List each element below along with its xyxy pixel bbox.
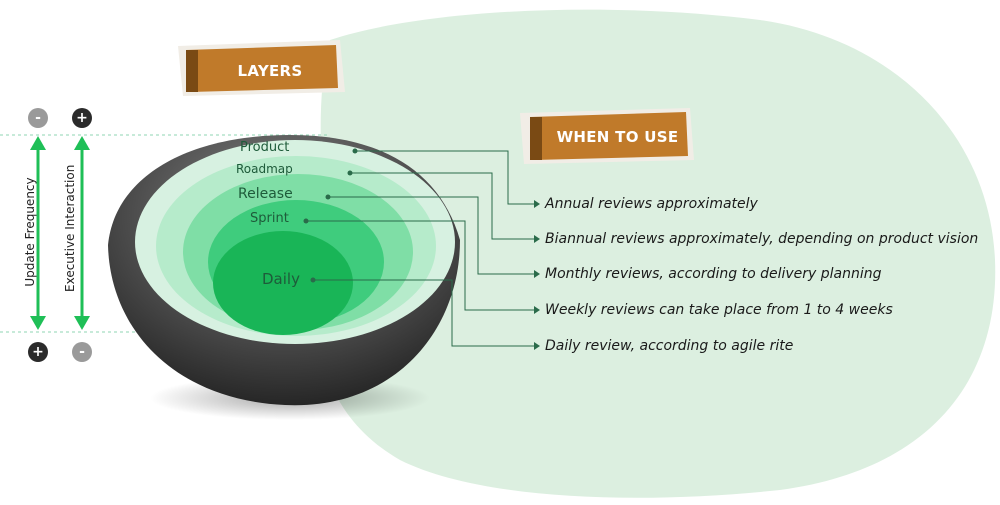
connector-sprint: [306, 220, 534, 311]
connector-roadmap: [350, 172, 534, 240]
executive-interaction-plus-sign: +: [72, 108, 92, 128]
layers-banner-shape: [178, 40, 345, 96]
layer-label-sprint: Sprint: [250, 211, 289, 226]
background-blob: [317, 9, 996, 498]
when-to-use-banner: WHEN TO USE: [556, 128, 679, 146]
description-release: Monthly reviews, according to delivery p…: [545, 266, 882, 282]
when-to-use-banner-shape: [520, 108, 694, 164]
update-frequency-label: Update Frequency: [23, 177, 37, 287]
connector-release: [328, 196, 534, 275]
description-product: Annual reviews approximately: [545, 196, 758, 212]
update-frequency-plus-sign: +: [28, 342, 48, 362]
description-daily: Daily review, according to agile rite: [545, 338, 794, 354]
connector-dots: [303, 148, 358, 283]
update-frequency-minus-sign: -: [28, 108, 48, 128]
description-roadmap: Biannual reviews approximately, dependin…: [545, 231, 979, 247]
layer-label-daily: Daily: [262, 270, 300, 288]
layer-label-product: Product: [240, 140, 290, 155]
layer-label-roadmap: Roadmap: [236, 162, 293, 176]
layers-banner: LAYERS: [237, 62, 303, 80]
connector-arrowheads: [534, 200, 540, 350]
connector-daily: [313, 279, 534, 347]
layer-daily-shape: [213, 231, 353, 335]
executive-interaction-label: Executive Interaction: [63, 164, 77, 292]
connector-product: [355, 150, 534, 205]
connectors: [306, 150, 534, 347]
executive-interaction-arrow: [74, 136, 90, 330]
description-sprint: Weekly reviews can take place from 1 to …: [545, 302, 893, 318]
executive-interaction-minus-sign: -: [72, 342, 92, 362]
layer-label-release: Release: [238, 186, 293, 202]
update-frequency-arrow: [30, 136, 46, 330]
